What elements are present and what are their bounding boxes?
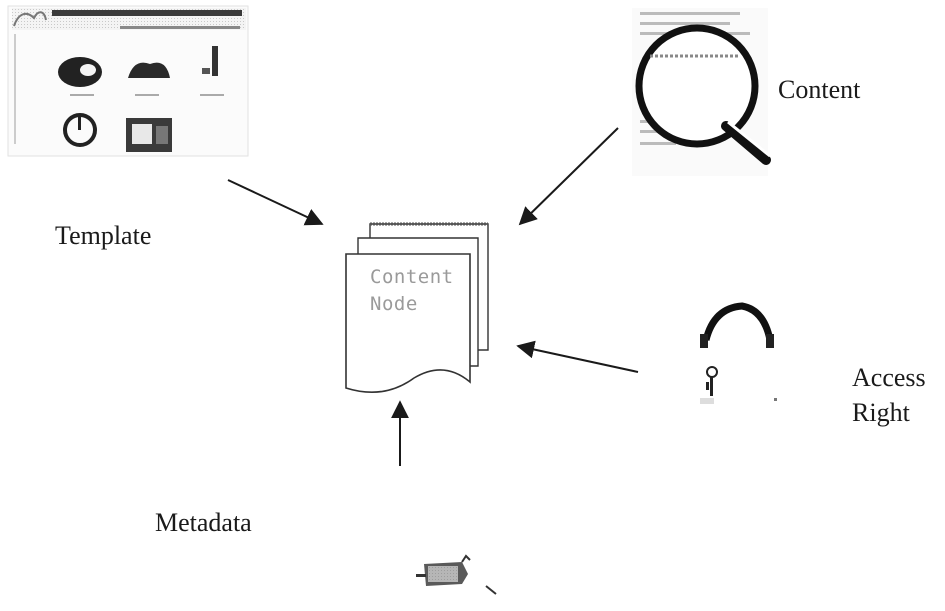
content-node-label: Content Node — [370, 264, 454, 317]
arrows — [227, 127, 639, 466]
content-node-line2: Node — [370, 292, 418, 315]
label-access-right-line2: Right — [852, 398, 910, 428]
content-node-line1: Content — [370, 266, 454, 288]
label-access-right: Access Right — [852, 360, 926, 430]
label-content: Content — [778, 75, 861, 104]
stacked-documents-icon — [345, 222, 489, 394]
label-access-right-line1: Access — [852, 363, 926, 392]
label-template: Template — [55, 221, 152, 250]
headphones-person-icon — [700, 302, 777, 404]
webpage-thumbnail-icon — [7, 5, 249, 157]
arrow-content-to-node — [518, 127, 619, 226]
arrow-access-to-node — [516, 340, 639, 373]
label-metadata: Metadata — [155, 508, 252, 537]
magnifying-glass-icon — [632, 8, 771, 176]
arrow-template-to-node — [227, 179, 324, 226]
mouse-icon — [416, 554, 497, 595]
